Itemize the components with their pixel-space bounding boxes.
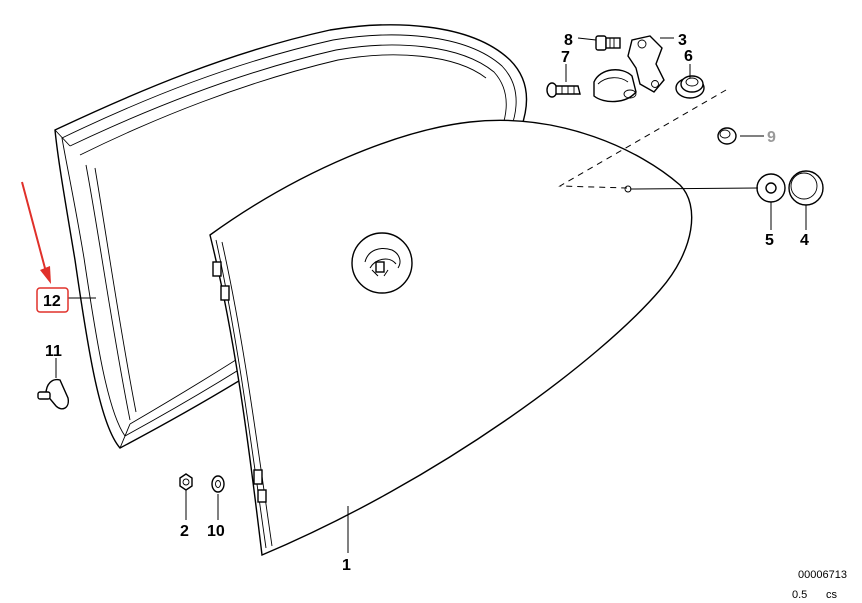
callout-4[interactable]: 4 [800, 232, 809, 249]
bolt-part-8[interactable] [595, 35, 621, 51]
highlight-arrow [21, 181, 51, 284]
side-window-glass[interactable] [209, 119, 693, 557]
washer-part-10[interactable] [211, 475, 225, 493]
bush-part-6[interactable] [675, 75, 705, 99]
screw-part-11[interactable] [37, 378, 70, 410]
nut-part-2[interactable] [179, 473, 193, 491]
callout-11[interactable]: 11 [45, 343, 62, 360]
footer-code: cs [826, 589, 838, 601]
cover-part-4[interactable] [788, 170, 824, 206]
callout-3[interactable]: 3 [678, 32, 687, 49]
hinge-bracket[interactable] [593, 35, 665, 103]
callout-7[interactable]: 7 [561, 49, 570, 66]
drawing-number: 00006713 [798, 569, 847, 581]
callout-8[interactable]: 8 [564, 32, 573, 49]
callout-2[interactable]: 2 [180, 523, 189, 540]
detail-magnifier [351, 232, 413, 294]
washer-part-5[interactable] [756, 173, 786, 203]
leader-lines [55, 37, 807, 553]
callout-10[interactable]: 10 [207, 523, 225, 540]
cap-part-9[interactable] [717, 127, 737, 145]
callout-9[interactable]: 9 [767, 129, 776, 146]
callout-5[interactable]: 5 [765, 232, 774, 249]
screw-part-7[interactable] [546, 82, 581, 98]
footer-scale: 0.5 [792, 589, 807, 601]
callout-1[interactable]: 1 [342, 557, 351, 574]
callout-12[interactable]: 12 [43, 293, 61, 310]
callout-12-highlight-box [36, 287, 69, 313]
callout-6[interactable]: 6 [684, 48, 693, 65]
